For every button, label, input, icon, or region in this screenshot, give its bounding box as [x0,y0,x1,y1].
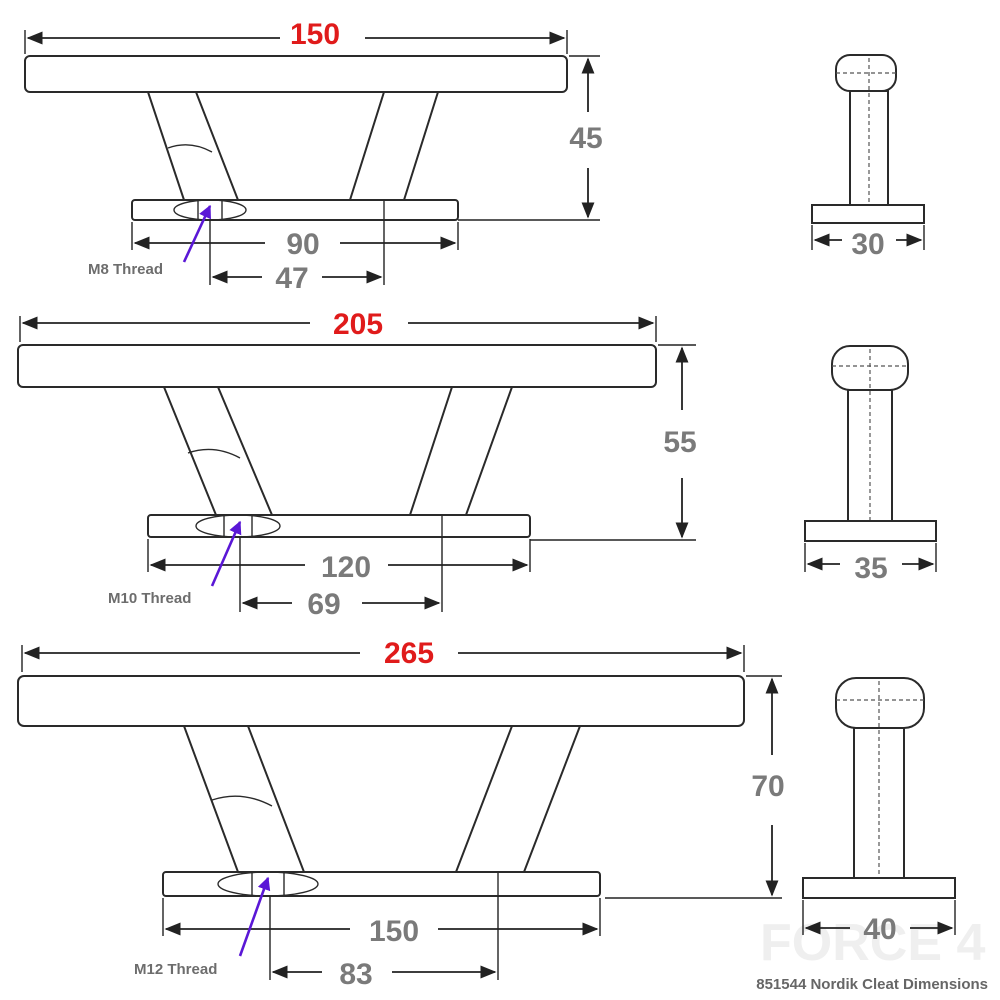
overall-length-label: 205 [333,308,383,341]
cleat-265-side-view [17,675,745,897]
height-label: 55 [663,426,696,459]
cleat-205-side-view [17,344,657,538]
hole-offset-label: 69 [307,588,340,621]
cleat-205-end-view: 35 [804,345,937,585]
cleat-150-end-view: 30 [811,54,925,261]
thread-label: M10 Thread [108,590,191,607]
base-length-label: 150 [369,915,419,948]
base-length-label: 120 [321,551,371,584]
height-label: 45 [569,122,602,155]
hole-offset-label: 83 [339,958,372,991]
base-width-label: 35 [854,552,887,585]
thread-label: M12 Thread [134,961,217,978]
drawing-caption: 851544 Nordik Cleat Dimensions [756,976,988,993]
cleat-205-dimensions: 205 55 120 69 M10 Thread [19,308,697,621]
overall-length-label: 150 [290,18,340,51]
cleat-265-end-view: 40 [802,677,956,946]
base-length-label: 90 [286,228,319,261]
base-width-label: 40 [863,913,896,946]
base-width-label: 30 [851,228,884,261]
overall-length-label: 265 [384,637,434,670]
thread-label: M8 Thread [88,261,163,278]
cleat-150-side-view [24,55,568,221]
height-label: 70 [751,770,784,803]
cleat-265-dimensions: 265 70 150 83 M12 Thread [21,637,785,991]
cleat-150-dimensions: 150 45 90 47 M8 Thread [24,18,603,295]
hole-offset-label: 47 [275,262,308,295]
